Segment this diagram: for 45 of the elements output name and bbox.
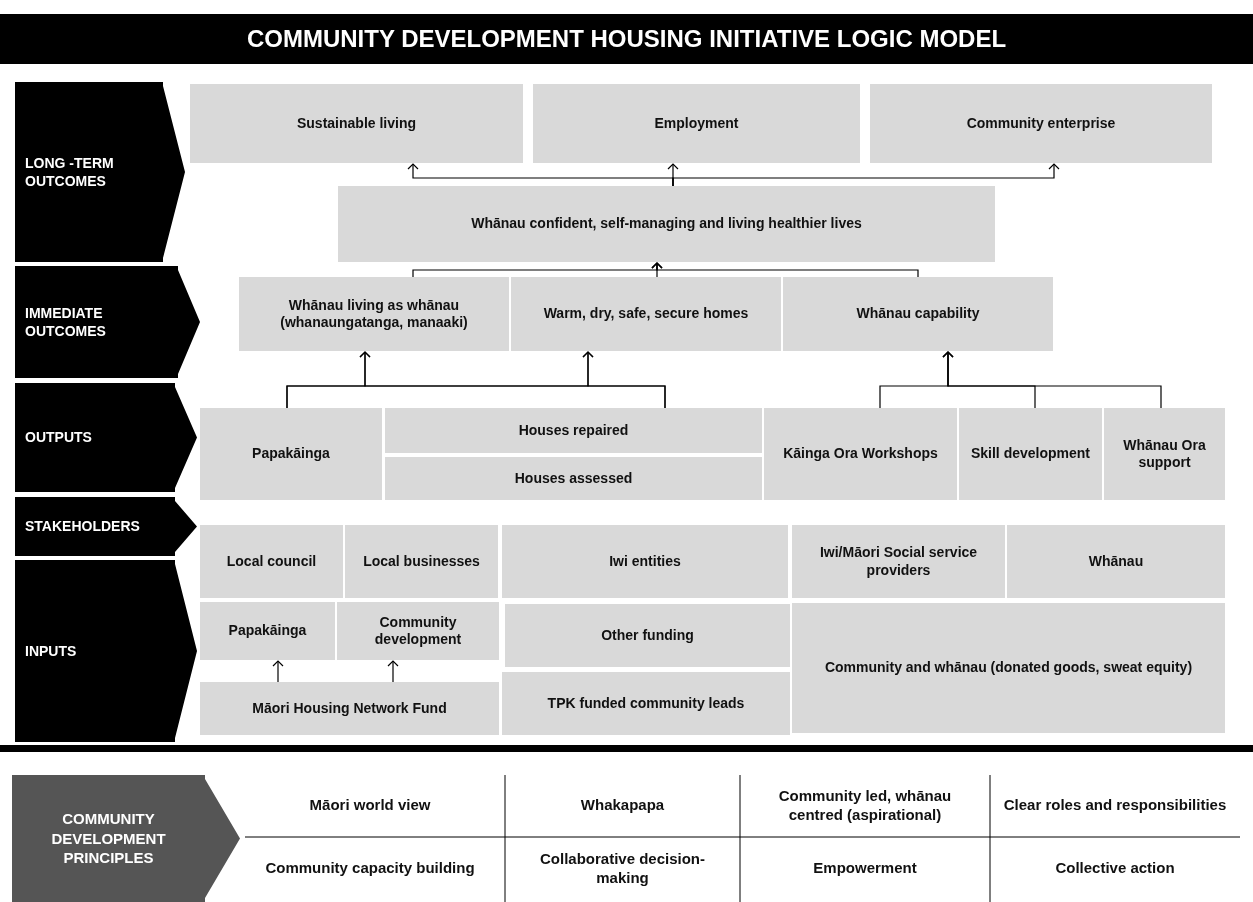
- arrow: [582, 351, 666, 409]
- principle-text: Clear roles and responsibilities: [1002, 795, 1228, 816]
- arrow: [387, 660, 399, 683]
- outcome-box: Iwi entities: [502, 525, 788, 598]
- outcome-box: Kāinga Ora Workshops: [764, 408, 957, 500]
- outcome-box: Other funding: [505, 604, 790, 667]
- outcome-box: Whānau living as whānau (whanaungatanga, manaaki): [239, 277, 509, 351]
- principle-text: Māori world view: [308, 795, 432, 816]
- outcome-box: Community and whānau (donated goods, sweat equity): [792, 603, 1225, 733]
- outcome-box: Whānau Ora support: [1104, 408, 1225, 500]
- outcome-box: TPK funded community leads: [502, 672, 790, 735]
- outcome-box: Community development: [337, 602, 499, 660]
- outcome-box: Employment: [533, 84, 860, 163]
- principle-text: Collective action: [1054, 858, 1176, 879]
- row-header-tab: COMMUNITY DEVELOPMENT PRINCIPLES: [12, 775, 240, 902]
- row-header-tab: STAKEHOLDERS: [15, 497, 197, 556]
- row-header-tab: LONG -TERM OUTCOMES: [15, 82, 185, 262]
- principle-text: Empowerment: [812, 858, 918, 879]
- outcome-box: Sustainable living: [190, 84, 523, 163]
- row-header-tab: IMMEDIATE OUTCOMES: [15, 266, 200, 378]
- outcome-box: Local council: [200, 525, 343, 598]
- outcome-box: Whānau confident, self-managing and living healthier lives: [338, 186, 995, 262]
- outcome-box: Community enterprise: [870, 84, 1212, 163]
- outcome-box: Houses assessed: [385, 457, 762, 500]
- outcome-box: Iwi/Māori Social service providers: [792, 525, 1005, 598]
- arrow: [942, 351, 1162, 409]
- row-header-tab: INPUTS: [15, 560, 197, 742]
- arrow: [272, 660, 284, 683]
- title-bar: COMMUNITY DEVELOPMENT HOUSING INITIATIVE LOGIC MODEL: [0, 14, 1253, 64]
- row-header-tab: OUTPUTS: [15, 383, 197, 492]
- outcome-box: Whānau capability: [783, 277, 1053, 351]
- outcome-box: Whānau: [1007, 525, 1225, 598]
- outcome-box: Houses repaired: [385, 408, 762, 453]
- arrow: [651, 262, 919, 278]
- outcome-box: Papakāinga: [200, 408, 382, 500]
- arrow: [672, 163, 1060, 187]
- outcome-box: Local businesses: [345, 525, 498, 598]
- principle-text: Whakapapa: [579, 795, 666, 816]
- principle-text: Community capacity building: [264, 858, 476, 879]
- outcome-box: Papakāinga: [200, 602, 335, 660]
- principle-text: Community led, whānau centred (aspirational): [777, 785, 953, 825]
- outcome-box: Skill development: [959, 408, 1102, 500]
- outcome-box: Warm, dry, safe, secure homes: [511, 277, 781, 351]
- principle-text: Collaborative decision-making: [538, 848, 706, 888]
- outcome-box: Māori Housing Network Fund: [200, 682, 499, 735]
